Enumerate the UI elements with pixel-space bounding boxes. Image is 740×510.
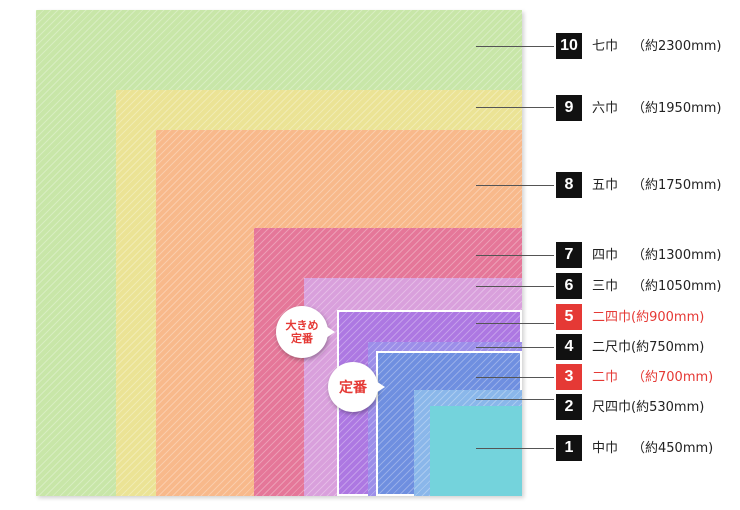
standard-bubble: 定番 (328, 362, 378, 412)
size-number-badge-5: 5 (556, 304, 582, 330)
size-value: （約1750mm) (632, 178, 722, 193)
size-number-badge-6: 6 (556, 273, 582, 299)
size-name: 五巾 (592, 178, 619, 193)
size-name: 三巾 (592, 279, 619, 294)
size-label-5: 二四巾(約900mm) (592, 310, 704, 326)
size-number-badge-2: 2 (556, 394, 582, 420)
size-name: 七巾 (592, 39, 619, 54)
standard-bubble-label: 定番 (339, 380, 367, 396)
size-name: 中巾 (592, 441, 619, 456)
size-number-badge-8: 8 (556, 172, 582, 198)
size-name: 尺四巾 (592, 400, 632, 415)
size-label-4: 二尺巾(約750mm) (592, 340, 704, 356)
leader-line-6 (476, 286, 554, 287)
size-value: (約750mm) (631, 340, 705, 355)
leader-line-2 (476, 399, 554, 400)
size-label-9: 六巾 （約1950mm) (592, 101, 722, 117)
size-name: 二四巾 (592, 310, 632, 325)
leader-line-4 (476, 347, 554, 348)
size-name: 四巾 (592, 248, 619, 263)
leader-line-9 (476, 107, 554, 108)
size-value: （約1950mm) (632, 101, 722, 116)
size-value: (約900mm) (631, 310, 705, 325)
square-size-1 (430, 406, 522, 496)
size-value: （約2300mm) (632, 39, 722, 54)
size-number-badge-4: 4 (556, 334, 582, 360)
size-label-10: 七巾 （約2300mm) (592, 39, 722, 55)
size-value: (約530mm) (631, 400, 705, 415)
size-label-1: 中巾 （約450mm) (592, 441, 713, 457)
leader-line-10 (476, 46, 554, 47)
size-value: （約1050mm) (632, 279, 722, 294)
standard-bubble-tail (376, 381, 385, 393)
size-number-badge-7: 7 (556, 242, 582, 268)
size-name: 六巾 (592, 101, 619, 116)
large-standard-bubble: 大きめ 定番 (276, 306, 328, 358)
leader-line-5 (476, 323, 554, 324)
size-number-badge-1: 1 (556, 435, 582, 461)
leader-line-1 (476, 448, 554, 449)
large-standard-bubble-line2: 定番 (291, 332, 313, 345)
size-value: （約700mm) (632, 370, 714, 385)
size-label-3: 二巾 （約700mm) (592, 370, 713, 386)
size-label-8: 五巾 （約1750mm) (592, 178, 722, 194)
size-name: 二尺巾 (592, 340, 632, 355)
large-standard-bubble-line1: 大きめ (285, 319, 319, 332)
size-number-badge-9: 9 (556, 95, 582, 121)
leader-line-3 (476, 377, 554, 378)
large-standard-bubble-tail (326, 326, 335, 338)
size-value: （約450mm) (632, 441, 714, 456)
size-label-2: 尺四巾(約530mm) (592, 400, 704, 416)
size-name: 二巾 (592, 370, 619, 385)
leader-line-7 (476, 255, 554, 256)
size-label-7: 四巾 （約1300mm) (592, 248, 722, 264)
size-value: （約1300mm) (632, 248, 722, 263)
leader-line-8 (476, 185, 554, 186)
size-label-6: 三巾 （約1050mm) (592, 279, 722, 295)
size-number-badge-3: 3 (556, 364, 582, 390)
size-number-badge-10: 10 (556, 33, 582, 59)
